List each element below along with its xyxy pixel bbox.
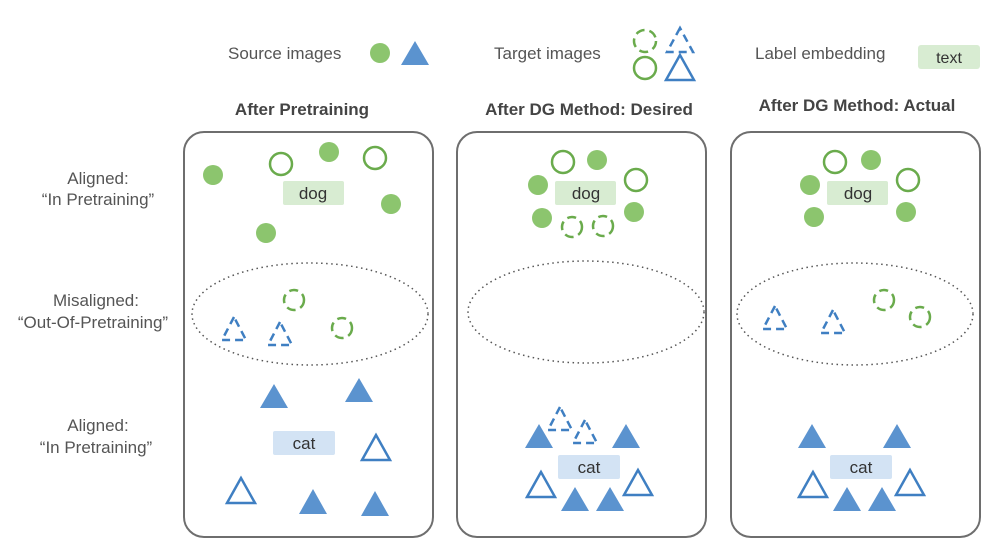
target-ood-dog-point	[282, 288, 306, 312]
source-dog-point	[256, 223, 276, 243]
source-cat-point	[596, 487, 624, 511]
target-ood-cat-point	[545, 404, 575, 432]
row-label-misaligned: Misaligned:	[53, 291, 139, 310]
target-ood-cat-point	[219, 314, 249, 342]
source-cat-point	[868, 487, 896, 511]
row-label-aligned-bottom: Aligned:	[67, 416, 128, 435]
target-ood-dog-point	[560, 215, 584, 239]
source-triangle-icon	[401, 41, 429, 65]
dog-label-box	[555, 181, 616, 205]
dog-label: dog	[299, 184, 327, 203]
row-label-aligned-top: Aligned:	[67, 169, 128, 188]
cat-label-box	[558, 455, 620, 479]
target-dog-point	[268, 151, 294, 177]
cat-label-box	[273, 431, 335, 455]
row-labels: Aligned: “In Pretraining” Misaligned: “O…	[18, 169, 169, 457]
cat-label: cat	[578, 458, 601, 477]
target-dashed-triangle-icon	[664, 25, 696, 54]
panel-title: After DG Method: Actual	[759, 96, 956, 115]
target-images-label: Target images	[494, 44, 601, 63]
target-ood-dog-point	[591, 214, 615, 238]
target-dog-point	[550, 149, 576, 175]
target-cat-point	[893, 467, 927, 497]
panel-title: After Pretraining	[235, 100, 369, 119]
source-cat-point	[299, 489, 327, 514]
embedding-sample-box	[918, 45, 980, 69]
target-ood-cat-point	[570, 417, 600, 445]
source-dog-point	[203, 165, 223, 185]
source-cat-point	[361, 491, 389, 516]
panel-frame	[730, 131, 981, 538]
source-cat-point	[612, 424, 640, 448]
source-cat-point	[525, 424, 553, 448]
source-images-label: Source images	[228, 44, 341, 63]
source-dog-point	[528, 175, 548, 195]
target-ood-dog-point	[872, 288, 896, 312]
misaligned-region-ellipse	[191, 262, 429, 366]
target-dog-point	[362, 145, 388, 171]
dog-label: dog	[572, 184, 600, 203]
target-cat-point	[524, 469, 558, 499]
cat-label: cat	[850, 458, 873, 477]
source-cat-point	[260, 384, 288, 408]
source-cat-point	[798, 424, 826, 448]
panel-title: After DG Method: Desired	[485, 100, 693, 119]
dog-label: dog	[844, 184, 872, 203]
legend: Source images Target images Label embedd…	[228, 25, 980, 82]
target-ood-cat-point	[265, 319, 295, 347]
target-dog-point	[822, 149, 848, 175]
misaligned-region-ellipse	[736, 262, 974, 366]
target-dog-point	[895, 167, 921, 193]
target-cat-point	[359, 432, 393, 462]
source-dog-point	[804, 207, 824, 227]
source-cat-point	[833, 487, 861, 511]
target-ood-cat-point	[818, 307, 848, 335]
label-embedding-label: Label embedding	[755, 44, 885, 63]
panel-frame	[183, 131, 434, 538]
source-dog-point	[587, 150, 607, 170]
target-ood-dog-point	[908, 305, 932, 329]
source-dog-point	[624, 202, 644, 222]
embedding-sample-text: text	[936, 50, 962, 67]
target-hollow-triangle-icon	[663, 52, 697, 82]
target-cat-point	[796, 469, 830, 499]
row-sublabel-misaligned: “Out-Of-Pretraining”	[18, 313, 169, 332]
source-cat-point	[561, 487, 589, 511]
dog-label-box	[827, 181, 888, 205]
panel-frame	[456, 131, 707, 538]
cat-label-box	[830, 455, 892, 479]
misaligned-region-ellipse	[467, 260, 705, 364]
panel-after-pretraining: After Pretraining dog cat	[183, 100, 434, 538]
source-cat-point	[345, 378, 373, 402]
source-dog-point	[381, 194, 401, 214]
source-dog-point	[896, 202, 916, 222]
target-dashed-circle-icon	[632, 28, 658, 54]
source-dog-point	[319, 142, 339, 162]
source-cat-point	[883, 424, 911, 448]
source-dog-point	[861, 150, 881, 170]
dog-label-box	[283, 181, 344, 205]
target-ood-cat-point	[760, 303, 790, 331]
source-circle-icon	[370, 43, 390, 63]
panel-dg-desired: After DG Method: Desired dog cat	[456, 100, 707, 538]
target-ood-dog-point	[330, 316, 354, 340]
row-sublabel-aligned-bottom: “In Pretraining”	[40, 438, 153, 457]
source-dog-point	[532, 208, 552, 228]
target-cat-point	[224, 475, 258, 505]
target-dog-point	[623, 167, 649, 193]
cat-label: cat	[293, 434, 316, 453]
target-cat-point	[621, 467, 655, 497]
source-dog-point	[800, 175, 820, 195]
target-hollow-circle-icon	[632, 55, 658, 81]
row-sublabel-aligned-top: “In Pretraining”	[42, 190, 155, 209]
panel-dg-actual: After DG Method: Actual dog cat	[730, 96, 981, 538]
